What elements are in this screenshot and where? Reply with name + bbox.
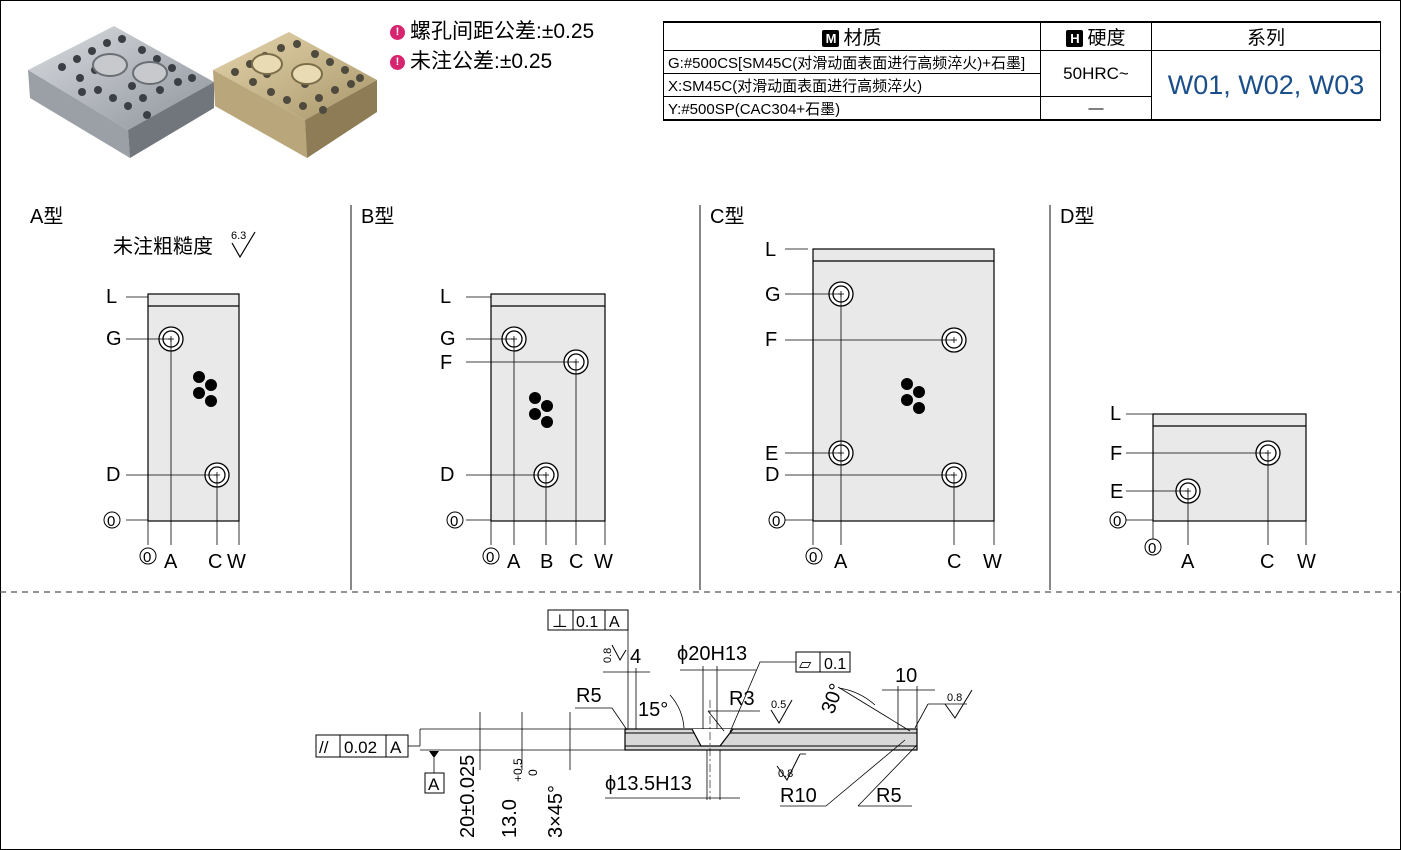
info-pin-icon: ! — [390, 24, 405, 40]
series-value: W01, W02, W03 — [1151, 50, 1381, 121]
material-x: X:SM45C(对滑动面表面进行高频淬火) — [663, 73, 1041, 97]
header-series: 系列 — [1151, 21, 1381, 51]
hardness-none: — — [1040, 96, 1152, 121]
material-y: Y:#500SP(CAC304+石墨) — [663, 96, 1041, 121]
info-pin-icon: ! — [390, 54, 405, 70]
hardness-value: 50HRC~ — [1040, 50, 1152, 97]
product-photo-bronze — [213, 32, 377, 158]
note-general: !未注公差:±0.25 — [390, 47, 594, 77]
tolerance-notes: !螺孔间距公差:±0.25 !未注公差:±0.25 — [390, 17, 594, 77]
material-badge-icon: M — [822, 30, 840, 47]
hardness-badge-icon: H — [1066, 30, 1084, 47]
material-g: G:#500CS[SM45C(对滑动面表面进行高频淬火)+石墨] — [663, 50, 1041, 74]
note-hole-pitch: !螺孔间距公差:±0.25 — [390, 17, 594, 47]
product-photo-steel — [28, 26, 214, 158]
